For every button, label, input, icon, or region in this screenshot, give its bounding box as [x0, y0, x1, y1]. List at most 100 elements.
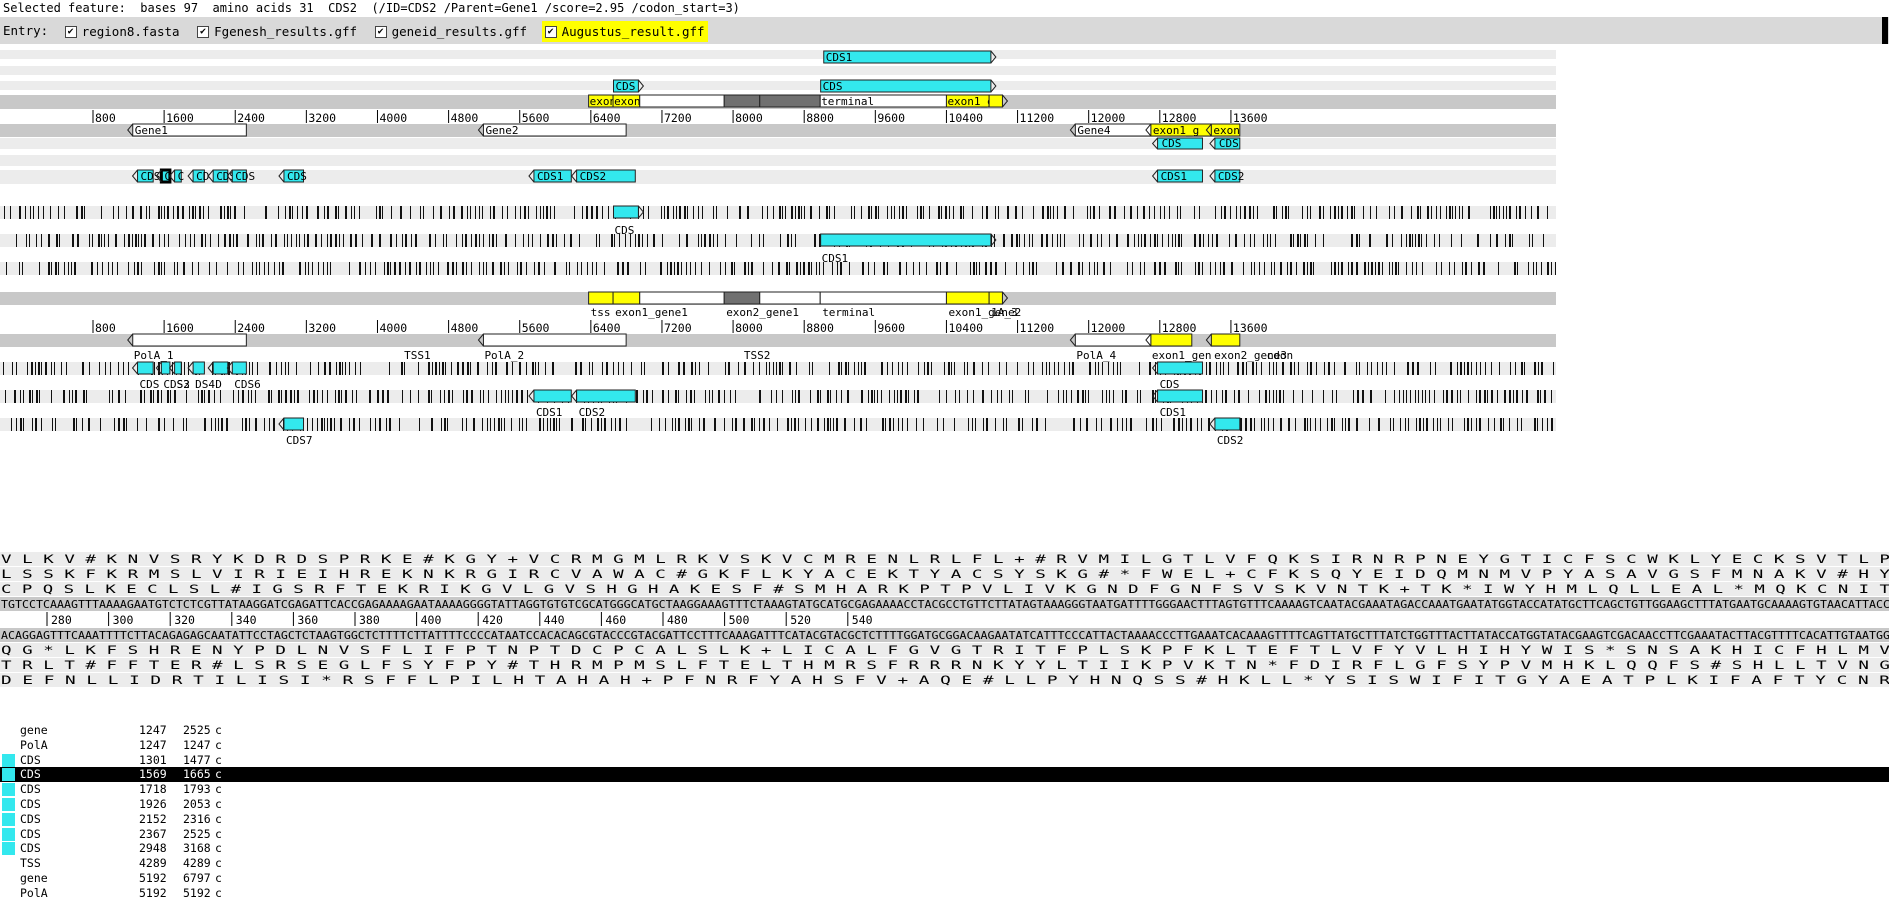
stop-codon-tick	[919, 262, 920, 275]
cds-feature[interactable]	[174, 169, 182, 183]
strand-feature[interactable]	[639, 291, 725, 305]
strand-feature[interactable]	[759, 94, 821, 108]
gene-feature[interactable]	[482, 333, 627, 347]
fwd-frame1-track	[0, 50, 1556, 59]
checkbox-checked-icon[interactable]: ✔	[197, 25, 210, 38]
cds-feature[interactable]	[283, 169, 305, 183]
feature-label: exon1_g	[947, 95, 993, 108]
gene-feature[interactable]	[132, 333, 247, 347]
stop-codon-tick	[517, 262, 518, 275]
stop-codon-tick	[1359, 362, 1360, 375]
cds-feature[interactable]	[820, 79, 992, 93]
gene-feature[interactable]	[1074, 333, 1152, 347]
cds-feature[interactable]	[283, 417, 305, 431]
strand-feature[interactable]	[723, 94, 761, 108]
stop-codon-tick	[419, 262, 421, 275]
cds-feature[interactable]	[576, 389, 636, 403]
entry-toggle-geneid[interactable]: ✔ geneid_results.gff	[372, 21, 530, 42]
stop-codon-tick	[353, 418, 355, 431]
stop-codon-tick	[1378, 262, 1380, 275]
strand-feature[interactable]	[639, 94, 725, 108]
cds-feature[interactable]	[820, 233, 992, 247]
cds-feature[interactable]	[613, 205, 639, 219]
cds-feature[interactable]	[192, 169, 205, 183]
cds-feature[interactable]	[212, 361, 229, 375]
stop-codon-tick	[685, 418, 686, 431]
stop-codon-tick	[418, 362, 419, 375]
stop-codon-tick	[1407, 362, 1409, 375]
stop-codon-tick	[1016, 234, 1018, 247]
stop-codon-tick	[902, 418, 903, 431]
strand-feature[interactable]	[819, 291, 947, 305]
bases-view-panel[interactable]: V L K V # K N V S R Y K D R D S P R K E …	[0, 552, 1889, 710]
cds-feature[interactable]	[174, 361, 182, 375]
strand-feature[interactable]	[945, 291, 990, 305]
cds-feature[interactable]	[160, 361, 171, 375]
stop-codon-tick	[462, 262, 464, 275]
stop-codon-tick	[457, 362, 459, 375]
stop-codon-tick	[288, 362, 289, 375]
cds-feature[interactable]	[1214, 169, 1241, 183]
stop-codon-tick	[913, 262, 914, 275]
checkbox-checked-icon[interactable]: ✔	[64, 25, 77, 38]
cds-feature[interactable]	[231, 361, 247, 375]
stop-codon-tick	[335, 206, 337, 219]
stop-codon-tick	[394, 262, 396, 275]
gene-feature[interactable]	[1150, 333, 1193, 347]
strand-feature[interactable]	[588, 291, 614, 305]
bases-ruler-label: 500	[729, 613, 750, 627]
stop-codon-tick	[1102, 362, 1103, 375]
checkbox-checked-icon[interactable]: ✔	[544, 25, 557, 38]
cds-feature[interactable]	[1214, 417, 1241, 431]
stop-codon-tick	[1102, 390, 1103, 403]
strand-feature[interactable]	[723, 291, 761, 305]
cds-feature[interactable]	[823, 50, 992, 64]
entry-toggle-fgenesh[interactable]: ✔ Fgenesh_results.gff	[194, 21, 360, 42]
cds-feature[interactable]	[613, 79, 639, 93]
strand-feature[interactable]	[988, 291, 1003, 305]
entry-name: geneid_results.gff	[391, 24, 528, 39]
checkbox-checked-icon[interactable]: ✔	[374, 25, 387, 38]
cds-feature[interactable]	[1157, 389, 1203, 403]
strand-feature[interactable]	[612, 291, 641, 305]
cds-feature[interactable]	[137, 361, 154, 375]
cds-feature[interactable]	[533, 389, 572, 403]
stop-codon-tick	[465, 234, 467, 247]
cds-feature[interactable]	[1157, 361, 1203, 375]
cds-feature[interactable]	[137, 169, 154, 183]
cds-feature[interactable]	[1157, 169, 1203, 183]
cds-feature[interactable]	[192, 361, 205, 375]
strand-feature[interactable]	[988, 94, 1003, 108]
gene-feature[interactable]	[132, 123, 247, 137]
strand-feature[interactable]	[759, 291, 821, 305]
feature-end: 6797	[183, 870, 211, 885]
stop-codon-tick	[269, 362, 271, 375]
cds-feature[interactable]	[1214, 137, 1241, 150]
entry-bar-scroll-handle[interactable]	[1882, 17, 1888, 44]
stop-codon-tick	[159, 234, 160, 247]
gene-feature[interactable]	[1210, 123, 1241, 137]
gene-feature[interactable]	[1210, 333, 1241, 347]
cds-feature[interactable]	[1157, 137, 1203, 150]
gene-feature[interactable]	[482, 123, 627, 137]
entry-toggle-augustus[interactable]: ✔ Augustus_result.gff	[541, 21, 708, 42]
stop-codon-tick	[493, 206, 495, 219]
cds-feature[interactable]	[576, 169, 636, 183]
cds-feature[interactable]	[231, 169, 247, 183]
stop-codon-tick	[1434, 390, 1435, 403]
entry-toggle-region8[interactable]: ✔ region8.fasta	[62, 21, 183, 42]
